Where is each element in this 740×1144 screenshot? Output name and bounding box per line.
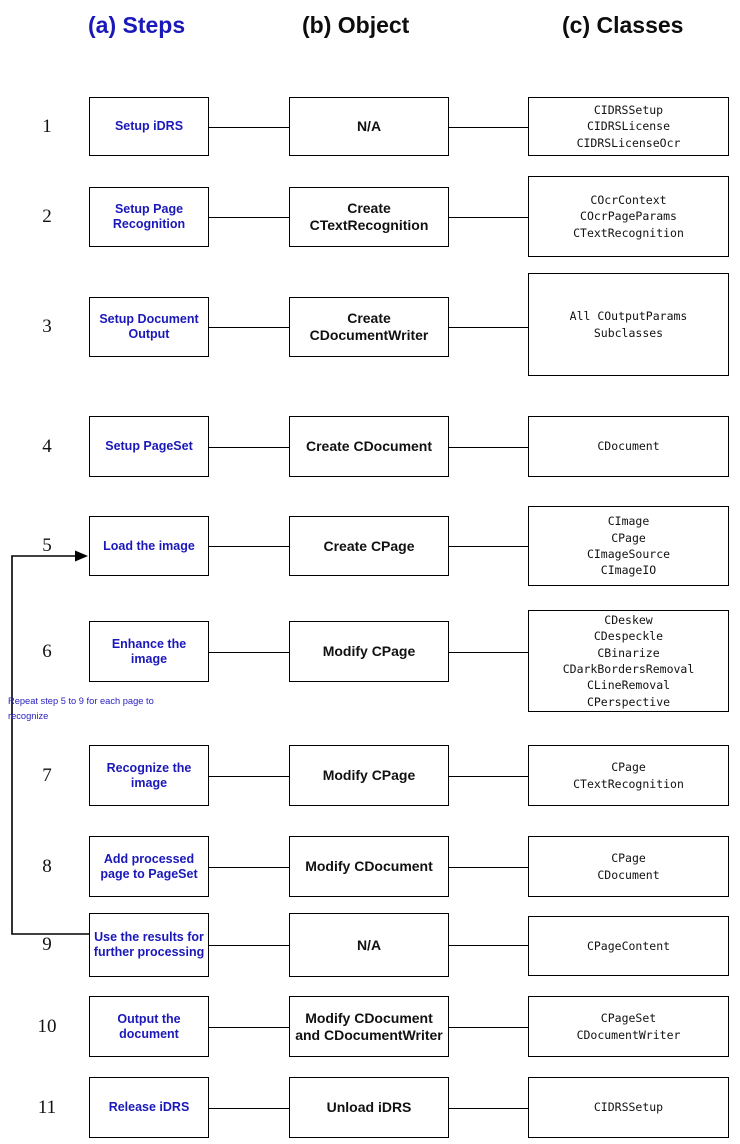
- connector-object-to-classes-6: [449, 651, 528, 653]
- step-box-8[interactable]: Add processed page to PageSet: [89, 836, 209, 897]
- row-number-4: 4: [42, 435, 52, 457]
- object-box-8[interactable]: Modify CDocument: [289, 836, 449, 897]
- object-box-10[interactable]: Modify CDocument and CDocumentWriter: [289, 996, 449, 1057]
- row-number-10: 10: [37, 1015, 57, 1037]
- connector-object-to-classes-2: [449, 217, 528, 218]
- row-number-1: 1: [42, 115, 52, 137]
- object-box-11[interactable]: Unload iDRS: [289, 1077, 449, 1138]
- connector-step-to-object-9: [209, 945, 289, 946]
- row-number-8: 8: [42, 855, 52, 877]
- row-number-7: 7: [42, 764, 52, 786]
- connector-object-to-classes-5: [449, 546, 528, 547]
- connector-object-to-classes-8: [449, 866, 528, 868]
- classes-box-9[interactable]: CPageContent: [528, 916, 729, 976]
- connector-object-to-classes-9: [449, 945, 528, 946]
- loop-annotation-text: Repeat step 5 to 9 for each page to reco…: [8, 696, 154, 722]
- connector-object-to-classes-10: [449, 1026, 528, 1028]
- classes-box-11[interactable]: CIDRSSetup: [528, 1077, 729, 1138]
- row-number-9: 9: [42, 934, 52, 955]
- column-header-object: (b) Object: [302, 12, 410, 38]
- object-box-9[interactable]: N/A: [289, 913, 449, 977]
- connector-object-to-classes-1: [449, 126, 528, 128]
- connector-step-to-object-5: [209, 546, 289, 547]
- step-box-5[interactable]: Load the image: [89, 516, 209, 576]
- object-box-2[interactable]: Create CTextRecognition: [289, 187, 449, 247]
- connector-object-to-classes-11: [449, 1107, 528, 1109]
- step-box-2[interactable]: Setup Page Recognition: [89, 187, 209, 247]
- object-box-3[interactable]: Create CDocumentWriter: [289, 297, 449, 357]
- column-header-steps: (a) Steps: [88, 12, 186, 38]
- connector-object-to-classes-4: [449, 446, 528, 448]
- connector-step-to-object-7: [209, 775, 289, 777]
- connector-step-to-object-1: [209, 126, 289, 128]
- connector-step-to-object-6: [209, 651, 289, 653]
- connector-object-to-classes-7: [449, 775, 528, 777]
- step-box-6[interactable]: Enhance the image: [89, 621, 209, 682]
- connector-step-to-object-2: [209, 217, 289, 218]
- row-number-2: 2: [42, 206, 52, 227]
- connector-step-to-object-11: [209, 1107, 289, 1109]
- step-box-9[interactable]: Use the results for further processing: [89, 913, 209, 977]
- step-box-11[interactable]: Release iDRS: [89, 1077, 209, 1138]
- connector-object-to-classes-3: [449, 327, 528, 328]
- row-number-11: 11: [37, 1096, 57, 1118]
- object-box-5[interactable]: Create CPage: [289, 516, 449, 576]
- object-box-4[interactable]: Create CDocument: [289, 416, 449, 477]
- object-box-7[interactable]: Modify CPage: [289, 745, 449, 806]
- column-header-classes: (c) Classes: [562, 12, 684, 38]
- row-number-6: 6: [42, 640, 52, 662]
- object-box-6[interactable]: Modify CPage: [289, 621, 449, 682]
- object-box-1[interactable]: N/A: [289, 97, 449, 156]
- row-number-5: 5: [42, 535, 52, 556]
- step-box-3[interactable]: Setup Document Output: [89, 297, 209, 357]
- step-box-7[interactable]: Recognize the image: [89, 745, 209, 806]
- connector-step-to-object-4: [209, 446, 289, 448]
- step-box-4[interactable]: Setup PageSet: [89, 416, 209, 477]
- row-number-3: 3: [42, 316, 52, 337]
- classes-box-4[interactable]: CDocument: [528, 416, 729, 477]
- connector-step-to-object-8: [209, 866, 289, 868]
- connector-step-to-object-10: [209, 1026, 289, 1028]
- step-box-1[interactable]: Setup iDRS: [89, 97, 209, 156]
- step-box-10[interactable]: Output the document: [89, 996, 209, 1057]
- connector-step-to-object-3: [209, 327, 289, 328]
